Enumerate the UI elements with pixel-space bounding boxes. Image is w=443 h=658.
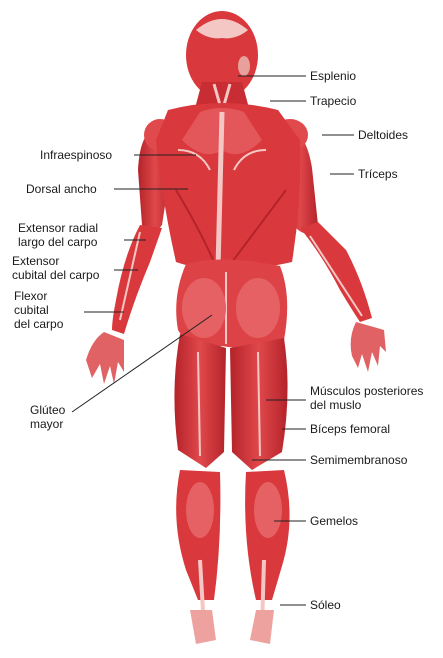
label-triceps: Tríceps [358,167,398,181]
label-infraespinoso: Infraespinoso [40,148,112,162]
right-hand [351,322,386,372]
left-hand [86,332,124,384]
torso [156,103,300,270]
feet [190,610,274,644]
left-thigh [174,334,226,468]
label-gluteo-mayor: Glúteo mayor [30,403,65,431]
label-musculos-posteriores: Músculos posteriores del muslo [310,384,423,412]
label-extensor-cubital: Extensor cubital del carpo [12,254,99,282]
label-flexor-cubital: Flexor cubital del carpo [14,289,63,331]
label-dorsal-ancho: Dorsal ancho [26,182,97,196]
label-biceps-femoral: Bíceps femoral [310,422,390,436]
label-extensor-radial: Extensor radial largo del carpo [18,221,98,249]
right-thigh [230,338,288,470]
right-forearm [300,222,372,322]
label-soleo: Sóleo [310,598,341,612]
gluteus [176,259,287,348]
left-calf [176,470,220,628]
label-esplenio: Esplenio [310,69,356,83]
label-semimembranoso: Semimembranoso [310,453,407,467]
label-deltoides: Deltoides [358,128,408,142]
label-gemelos: Gemelos [310,514,358,528]
label-trapecio: Trapecio [310,94,356,108]
right-calf [245,470,289,628]
left-forearm [112,225,162,334]
